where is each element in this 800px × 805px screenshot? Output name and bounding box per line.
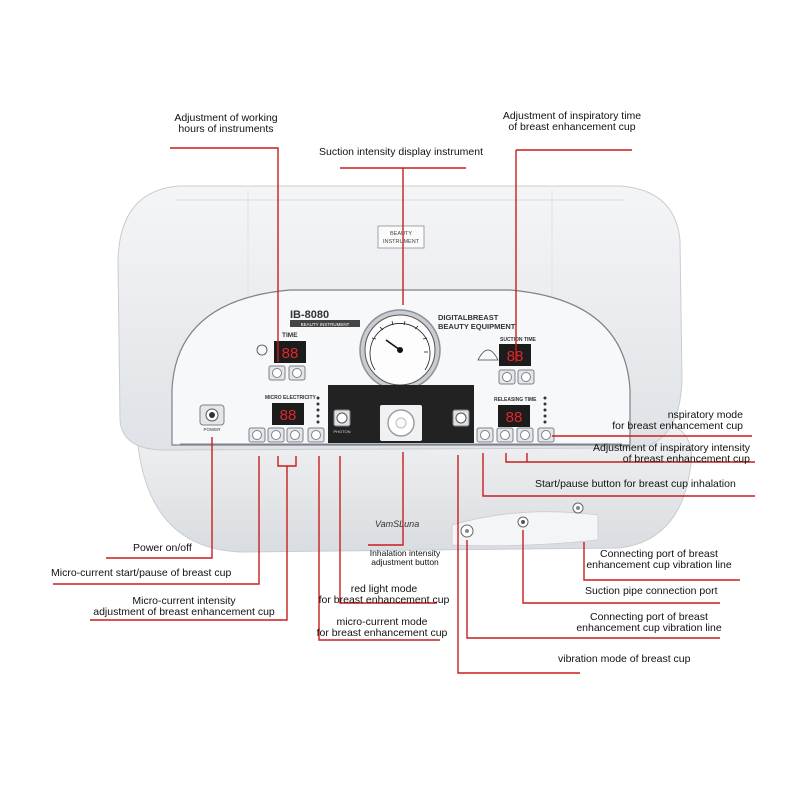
micro-digits: 88 (280, 407, 297, 424)
badge-line1: BEAUTY (390, 231, 412, 237)
power-label: POWER (203, 427, 221, 432)
badge-line2: INSTRUMENT (383, 239, 420, 245)
title-line1: DIGITALBREAST (438, 313, 499, 322)
time-label: TIME (282, 332, 298, 339)
label-vibration-mode: vibration mode of breast cup (558, 654, 691, 665)
label-start-pause-inhalation: Start/pause button for breast cup inhala… (535, 479, 736, 490)
power-button[interactable] (200, 405, 224, 425)
label-power: Power on/off (133, 543, 192, 554)
model-sub: BEAUTY INSTRUMENT (301, 322, 350, 327)
brand-logo: VamSLuna (375, 519, 419, 529)
title-line2: BEAUTY EQUIPMENT (438, 322, 516, 331)
micro-buttons[interactable] (249, 428, 324, 442)
releasing-label: RELEASING TIME (494, 397, 537, 403)
photon-button[interactable] (337, 413, 347, 423)
suction-time-label: SUCTION TIME (500, 337, 536, 343)
label-micro-start: Micro-current start/pause of breast cup (51, 568, 231, 579)
photon-label: PHOTON (333, 429, 350, 434)
releasing-digits: 88 (506, 409, 523, 426)
label-suction-display: Suction intensity display instrument (319, 147, 483, 158)
label-suction-port: Suction pipe connection port (585, 586, 718, 597)
vibration-button[interactable] (456, 413, 466, 423)
suction-digits: 88 (507, 348, 524, 365)
micro-label: MICRO ELECTRICITY (265, 395, 316, 401)
model-name: IB-8080 (290, 309, 329, 321)
time-digits: 88 (282, 345, 299, 362)
